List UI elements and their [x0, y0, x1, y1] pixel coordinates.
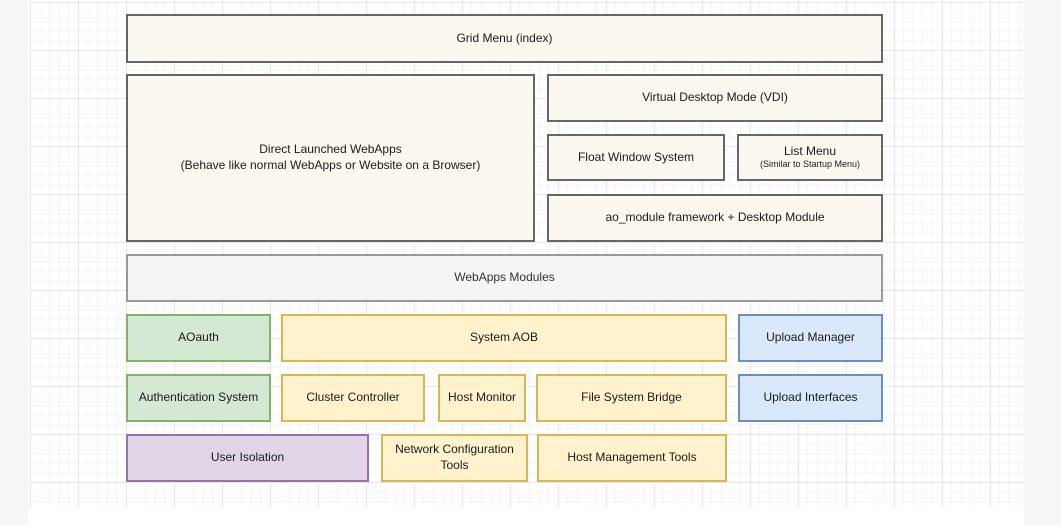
node-virtual-desktop-mode: Virtual Desktop Mode (VDI) [547, 74, 883, 122]
node-webapps-modules: WebApps Modules [126, 254, 883, 302]
node-label: System AOB [469, 330, 539, 345]
node-label: Authentication System [138, 390, 259, 405]
node-host-management-tools: Host Management Tools [537, 434, 727, 482]
node-label: Cluster Controller [306, 390, 400, 405]
node-system-aob: System AOB [281, 314, 727, 362]
node-float-window-system: Float Window System [547, 134, 725, 181]
node-grid-menu: Grid Menu (index) [126, 14, 883, 63]
node-label: AOauth [178, 330, 219, 345]
node-label: User Isolation [210, 450, 285, 465]
node-label: Upload Interfaces [763, 390, 858, 405]
node-ao-module-framework: ao_module framework + Desktop Module [547, 194, 883, 242]
node-file-system-bridge: File System Bridge [536, 374, 727, 422]
node-label: Virtual Desktop Mode (VDI) [642, 90, 788, 105]
canvas-right-gutter [1024, 0, 1061, 525]
node-label: File System Bridge [581, 390, 682, 405]
node-upload-interfaces: Upload Interfaces [738, 374, 883, 422]
node-authentication-system: Authentication System [126, 374, 271, 422]
node-label: Host Monitor [447, 390, 517, 405]
node-label: WebApps Modules [454, 270, 555, 285]
node-label: Upload Manager [766, 330, 855, 345]
node-user-isolation: User Isolation [126, 434, 369, 482]
node-label: Host Management Tools [567, 450, 697, 465]
canvas-left-gutter [0, 0, 28, 525]
node-label: Direct Launched WebApps [259, 142, 402, 157]
node-sublabel: (Similar to Startup Menu) [759, 159, 861, 170]
node-label: Float Window System [577, 149, 695, 164]
node-aoauth: AOauth [126, 314, 271, 362]
node-cluster-controller: Cluster Controller [281, 374, 425, 422]
node-sublabel: (Behave like normal WebApps or Website o… [180, 158, 481, 172]
node-label: List Menu [783, 143, 837, 158]
node-network-configuration-tools: Network Configuration Tools [381, 434, 528, 482]
node-list-menu: List Menu (Similar to Startup Menu) [737, 134, 883, 181]
node-label: Network Configuration Tools [395, 442, 514, 472]
node-direct-launched-webapps: Direct Launched WebApps (Behave like nor… [126, 74, 535, 242]
node-host-monitor: Host Monitor [438, 374, 526, 422]
node-upload-manager: Upload Manager [738, 314, 883, 362]
node-label: ao_module framework + Desktop Module [605, 210, 825, 225]
node-label: Grid Menu (index) [456, 30, 553, 45]
